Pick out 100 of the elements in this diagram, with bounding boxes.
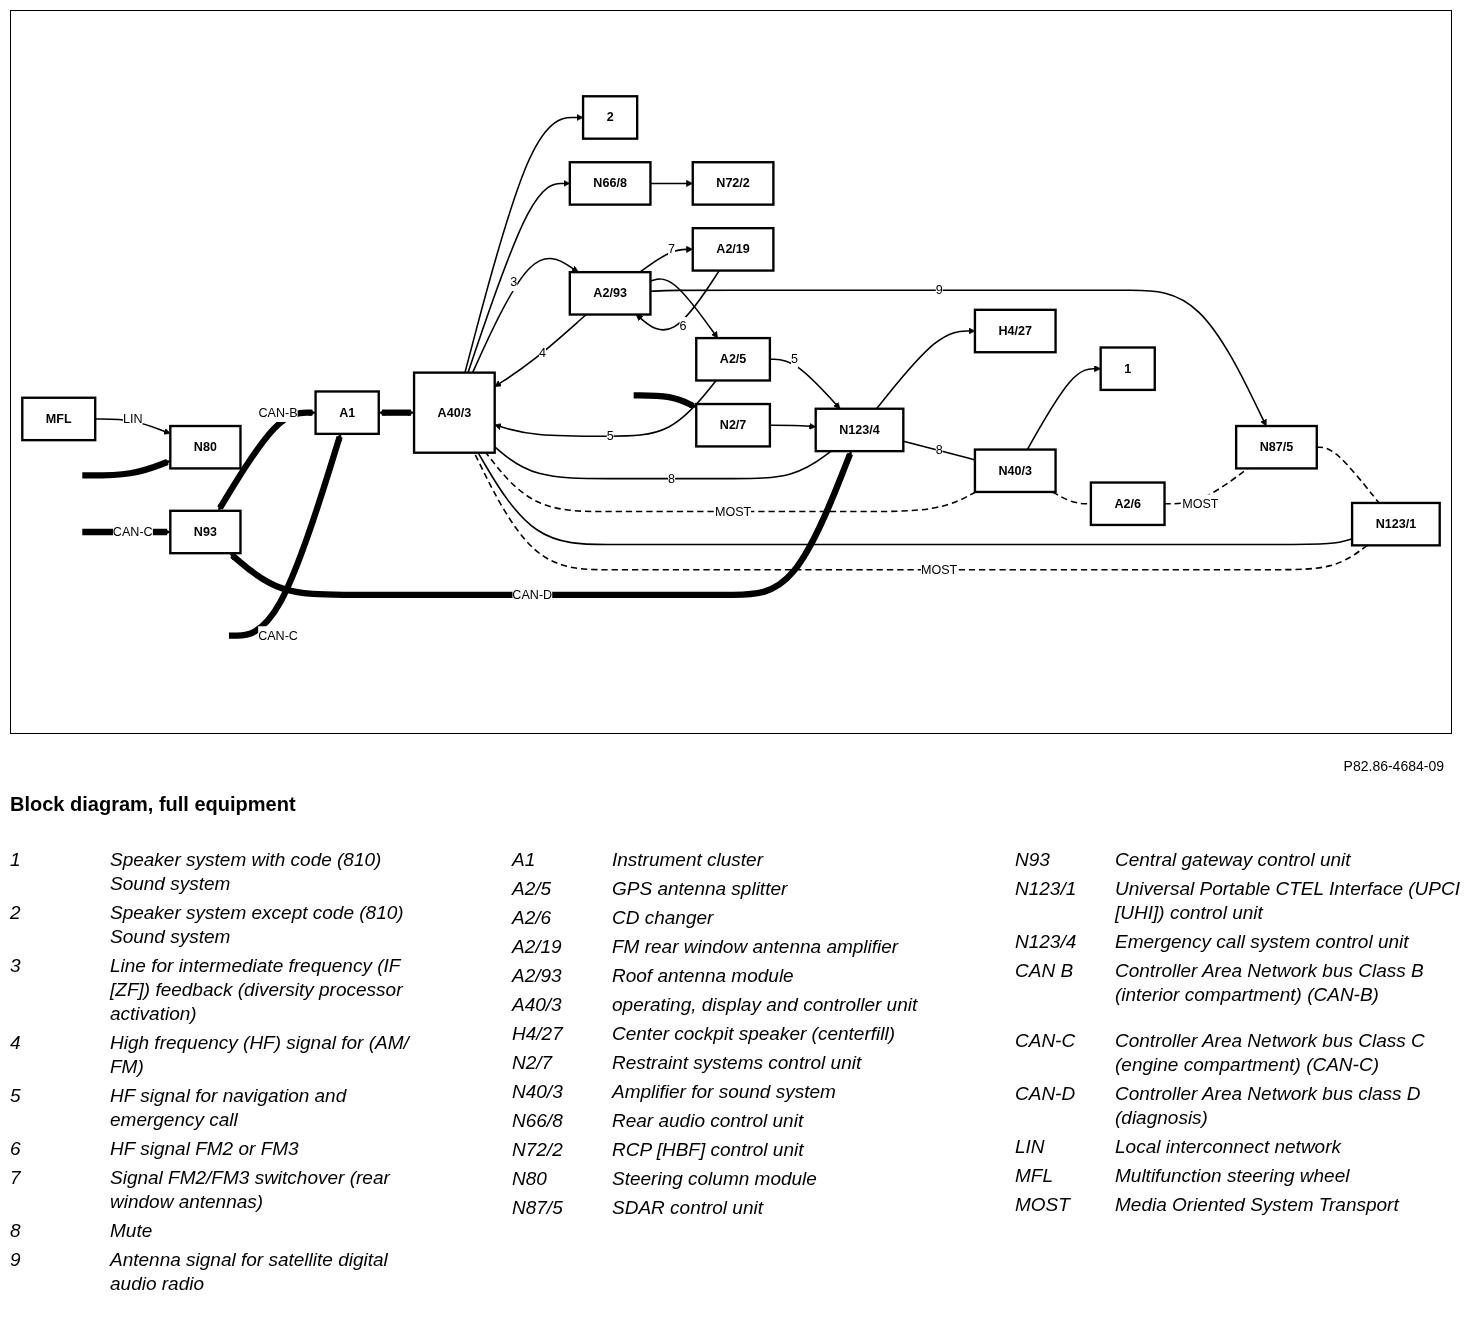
key-description: Center cockpit speaker (centerfill)	[612, 1022, 896, 1046]
key-term: A2/6	[512, 906, 553, 930]
key-description: Controller Area Network bus Class B (interior compartment) (CAN-B)	[1115, 959, 1425, 1007]
key-term: N123/4	[1015, 930, 1078, 954]
key-term: H4/27	[512, 1022, 565, 1046]
key-description: GPS antenna splitter	[612, 877, 789, 901]
key-term: 6	[10, 1137, 22, 1161]
key-description: Speaker system with code (810) Sound system	[110, 848, 383, 896]
node-box: N123/1	[1350, 501, 1441, 547]
figure-code: P82.86-4684-09	[1343, 758, 1444, 774]
key-term: 3	[10, 954, 22, 978]
key-term: 2	[10, 901, 22, 925]
edge-label: 5	[606, 429, 614, 443]
node-box: MFL	[21, 396, 97, 442]
node-box: A40/3	[412, 371, 496, 455]
key-term: 1	[10, 848, 22, 872]
key-description: Steering column module	[612, 1167, 818, 1191]
key-description: Central gateway control unit	[1115, 848, 1352, 872]
edge-label: CAN-C	[258, 628, 298, 643]
key-term: A2/5	[512, 877, 553, 901]
key-term: 9	[10, 1248, 22, 1272]
node-box: A2/5	[695, 337, 772, 382]
edge-label: 7	[668, 242, 676, 256]
key-description: FM rear window antenna amplifier	[612, 935, 900, 959]
key-term: CAN B	[1015, 959, 1075, 983]
node-box: N87/5	[1234, 425, 1318, 470]
connector	[477, 452, 1353, 546]
edge-label: 8	[668, 471, 676, 486]
key-description: Antenna signal for satellite digital audio radio	[110, 1248, 389, 1296]
key-description: operating, display and controller unit	[612, 993, 919, 1017]
key-term: CAN-D	[1015, 1082, 1077, 1106]
arrow	[217, 409, 316, 511]
diagram-title: Block diagram, full equipment	[10, 793, 296, 816]
key-description: Signal FM2/FM3 switchover (rear window antennas)	[110, 1166, 392, 1214]
key-description: Media Oriented System Transport	[1115, 1193, 1401, 1217]
node-box: N2/7	[695, 403, 772, 448]
key-description: Multifunction steering wheel	[1115, 1164, 1351, 1188]
key-term: N80	[512, 1167, 548, 1191]
node-box: N123/4	[814, 407, 905, 453]
key-term: MFL	[1015, 1164, 1054, 1188]
key-description: Amplifier for sound system	[612, 1080, 837, 1104]
node-box: N93	[169, 509, 242, 555]
key-description: Speaker system except code (810) Sound system	[110, 901, 405, 949]
key-term: N72/2	[512, 1138, 564, 1162]
key-term: 5	[10, 1084, 22, 1108]
key-description: SDAR control unit	[612, 1196, 765, 1220]
key-description: Instrument cluster	[612, 848, 765, 872]
key-term: CAN-C	[1015, 1029, 1077, 1053]
key-term: A2/93	[512, 964, 563, 988]
key-description: RCP [HBF] control unit	[612, 1138, 805, 1162]
key-description: High frequency (HF) signal for (AM/ FM)	[110, 1031, 412, 1079]
key-term: 8	[10, 1219, 22, 1243]
edge-label: 9	[935, 283, 943, 297]
key-description: CD changer	[612, 906, 715, 930]
key-term: N87/5	[512, 1196, 564, 1220]
node-box: N80	[169, 425, 242, 470]
key-term: N2/7	[512, 1051, 554, 1075]
key-term: 7	[10, 1166, 22, 1190]
key-term: N66/8	[512, 1109, 564, 1133]
edge-label: CAN-B	[258, 405, 298, 420]
edge-label: MOST	[714, 504, 752, 519]
edge-label: 8	[935, 443, 943, 457]
key-term: N93	[1015, 848, 1051, 872]
edge-label: CAN-D	[512, 587, 553, 602]
node-box: A1	[314, 390, 380, 436]
key-description: Local interconnect network	[1115, 1135, 1343, 1159]
key-description: Rear audio control unit	[612, 1109, 805, 1133]
key-term: N123/1	[1015, 877, 1078, 901]
key-description: HF signal FM2 or FM3	[110, 1137, 300, 1161]
key-term: A40/3	[512, 993, 563, 1017]
key-description: HF signal for navigation and emergency call	[110, 1084, 348, 1132]
node-box: N40/3	[973, 448, 1057, 494]
key-term: A1	[512, 848, 537, 872]
arrow	[82, 459, 171, 479]
node-box: N72/2	[691, 161, 775, 206]
key-description: Emergency call system control unit	[1115, 930, 1410, 954]
node-box: N66/8	[568, 161, 652, 206]
key-term: 4	[10, 1031, 22, 1055]
key-description: Controller Area Network bus class D (diagnosis)	[1115, 1082, 1422, 1130]
edge-label: 6	[679, 319, 687, 333]
key-description: Universal Portable CTEL Interface (UPCI [UHI]) control unit	[1115, 877, 1461, 925]
node-box: A2/19	[691, 227, 775, 272]
connector	[485, 452, 977, 513]
key-term: MOST	[1015, 1193, 1072, 1217]
edge-label: 4	[539, 346, 547, 360]
key-description: Roof antenna module	[612, 964, 795, 988]
arrow	[378, 409, 415, 417]
edge-label: 3	[510, 275, 518, 289]
node-box: A2/93	[568, 271, 652, 316]
edge-label: MOST	[920, 562, 958, 577]
node-box: 2	[581, 95, 639, 140]
node-box: H4/27	[973, 308, 1057, 354]
key-description: Line for intermediate frequency (IF [ZF]) feedback (diversity processor activation)	[110, 954, 404, 1026]
key-description: Restraint systems control unit	[612, 1051, 863, 1075]
arrow	[229, 451, 853, 599]
arrow	[769, 423, 816, 430]
edge-label: 5	[791, 352, 799, 366]
key-term: LIN	[1015, 1135, 1046, 1159]
key-description: Controller Area Network bus Class C (engine compartment) (CAN-C)	[1115, 1029, 1426, 1077]
key-term: N40/3	[512, 1080, 564, 1104]
